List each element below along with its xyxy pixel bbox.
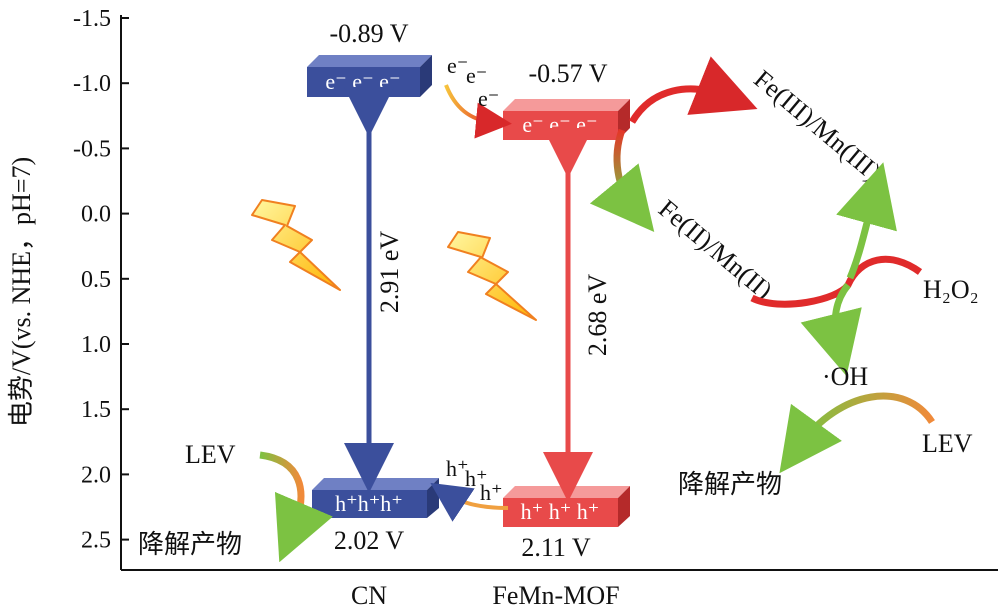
- femn-bandgap-label: 2.68 eV: [583, 274, 612, 357]
- cn-vb-potential: 2.02 V: [334, 526, 405, 555]
- lightning-icon: [447, 231, 537, 321]
- cn-cb-potential: -0.89 V: [330, 19, 409, 48]
- y-tick-label: 2.5: [81, 528, 111, 554]
- hole-label-2: h⁺: [465, 466, 488, 491]
- regeneration-arrow: [836, 162, 897, 280]
- left-lev-label: LEV: [185, 440, 236, 469]
- oxidation-arc: [628, 56, 758, 124]
- hole-label-3: h⁺: [480, 480, 503, 505]
- cn-cb-electrons: e⁻ e⁻ e⁻: [325, 69, 400, 94]
- y-tick-label: -0.5: [73, 136, 111, 162]
- cn-category-label: CN: [351, 581, 387, 610]
- hydroxyl-radical-label: ·OH: [822, 362, 868, 391]
- electron-label-2: e⁻: [466, 63, 487, 88]
- femn-valence-band: h⁺ h⁺ h⁺: [503, 486, 630, 527]
- right-product-label: 降解产物: [678, 470, 782, 499]
- cn-valence-band: h⁺h⁺h⁺: [312, 478, 439, 518]
- cn-vb-holes: h⁺h⁺h⁺: [335, 491, 403, 516]
- electron-label-1: e⁻: [447, 53, 468, 78]
- femn-cb-electrons: e⁻ e⁻ e⁻: [522, 112, 597, 137]
- femn-vb-holes: h⁺ h⁺ h⁺: [521, 499, 600, 524]
- oh-generation-arrow: [800, 282, 862, 376]
- right-lev-label: LEV: [922, 429, 973, 458]
- left-degradation-arrow: [259, 451, 333, 563]
- cn-conduction-band: e⁻ e⁻ e⁻: [307, 55, 432, 97]
- left-product-label: 降解产物: [138, 530, 242, 559]
- lightning-icon: [251, 199, 341, 291]
- femn-vb-potential: 2.11 V: [521, 533, 591, 562]
- y-tick-label: 0.0: [81, 202, 111, 228]
- femn-cb-potential: -0.57 V: [529, 59, 608, 88]
- y-axis-ticks: -1.5 -1.0 -0.5 0.0 0.5 1.0 1.5 2.0 2.5: [73, 6, 129, 554]
- hole-transfer-arrow: [430, 482, 509, 522]
- cn-bandgap-label: 2.91 eV: [375, 231, 404, 314]
- y-tick-label: -1.5: [73, 6, 111, 32]
- y-tick-label: 1.0: [81, 332, 111, 358]
- right-degradation-arrow: [779, 392, 935, 474]
- h2o2-label: H₂O₂: [923, 275, 979, 304]
- electron-label-3: e⁻: [478, 86, 499, 111]
- y-axis-label: 电势/V(vs. NHE，pH=7): [7, 157, 36, 427]
- oxidized-state-label: Fe(III)/Mn(III): [748, 64, 886, 186]
- femn-conduction-band: e⁻ e⁻ e⁻: [503, 99, 630, 140]
- y-tick-label: 0.5: [81, 267, 111, 293]
- y-tick-label: 2.0: [81, 462, 111, 488]
- reduction-arrow: [589, 128, 655, 233]
- y-tick-label: -1.0: [73, 71, 111, 97]
- reduced-state-label: Fe(II)/Mn(II): [653, 194, 778, 305]
- femn-category-label: FeMn-MOF: [492, 581, 619, 610]
- electron-transfer-arrow: [444, 84, 512, 139]
- y-tick-label: 1.5: [81, 397, 111, 423]
- hole-label-1: h⁺: [446, 456, 469, 481]
